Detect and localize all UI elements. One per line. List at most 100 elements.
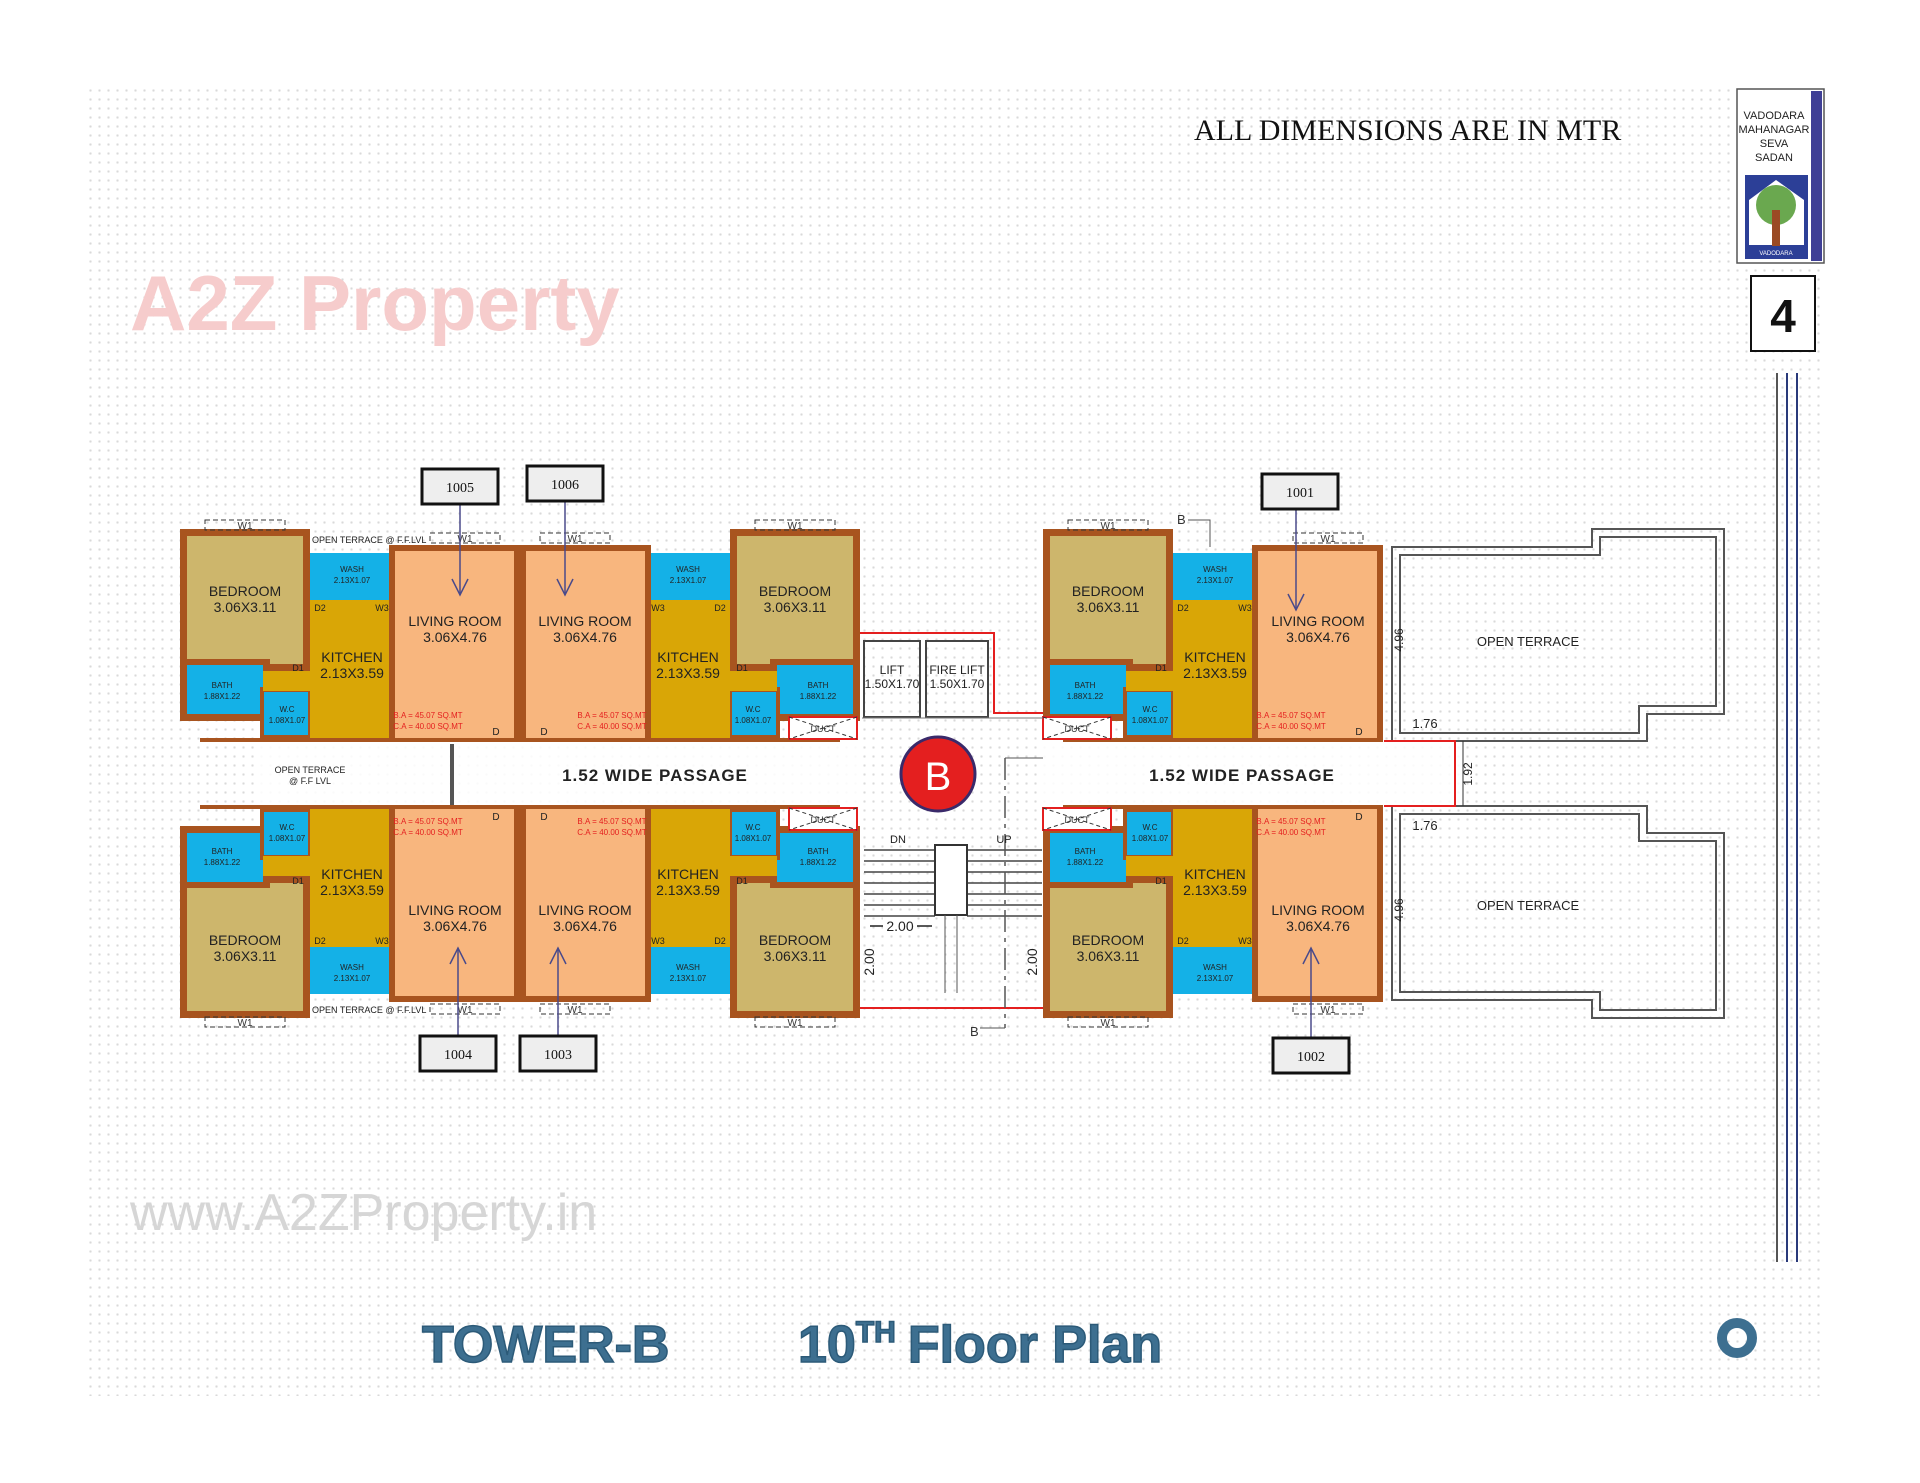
bath-name: BATH xyxy=(1075,681,1096,690)
living-size: 3.06X4.76 xyxy=(423,918,487,934)
wash-size: 2.13X1.07 xyxy=(670,974,707,983)
built-area: B.A = 45.07 SQ.MT xyxy=(393,817,462,826)
bath-name: BATH xyxy=(212,681,233,690)
window-label: W1 xyxy=(1101,1018,1116,1029)
wash-size: 2.13X1.07 xyxy=(670,576,707,585)
block-b-marker: B xyxy=(899,735,977,813)
stair-depth-dim-right: 2.00 xyxy=(1024,948,1040,975)
unit-tag-box xyxy=(518,1034,598,1073)
kitchen-name: KITCHEN xyxy=(1184,649,1245,665)
duct-cross xyxy=(788,716,858,740)
bath-size: 1.88X1.22 xyxy=(204,858,241,867)
window-w1 xyxy=(204,519,286,531)
kitchen-extension xyxy=(263,856,310,876)
bedroom-size: 3.06X3.11 xyxy=(764,599,827,615)
wc xyxy=(1127,692,1171,735)
arrow-head-icon xyxy=(451,578,469,597)
wash-name: WASH xyxy=(676,565,700,574)
kitchen-name: KITCHEN xyxy=(657,649,718,665)
duct-shaft: DUCT xyxy=(788,807,858,831)
wash-size: 2.13X1.07 xyxy=(1197,974,1234,983)
door-d1-label: D1 xyxy=(736,663,748,673)
wash-name: WASH xyxy=(1203,963,1227,972)
kitchen-extension xyxy=(730,856,777,876)
lift-stair-core: LIFT 1.50X1.70 FIRE LIFT 1.50X1.70 B B D… xyxy=(860,512,1211,1039)
window-w1 xyxy=(754,519,836,531)
wc xyxy=(732,812,776,855)
lift-label: LIFT xyxy=(880,663,905,677)
kitchen-size: 2.13X3.59 xyxy=(1183,665,1247,681)
kitchen-extension xyxy=(1126,671,1173,691)
bedroom-size: 3.06X3.11 xyxy=(214,948,277,964)
lift-size: 1.50X1.70 xyxy=(865,677,920,691)
open-terrace-upper: OPEN TERRACE 4.96 1.76 xyxy=(1391,528,1725,742)
unit-tag-1002: 1002 xyxy=(1271,946,1351,1075)
bedroom xyxy=(737,883,853,1011)
bedroom xyxy=(1050,536,1166,664)
unit-1006: W1W1DD1D2W3BEDROOM3.06X3.11BATH1.88X1.22… xyxy=(520,519,860,742)
arrow-head-icon xyxy=(549,946,567,965)
duct-cross xyxy=(1042,807,1112,831)
stair-up-label: UP xyxy=(996,834,1011,846)
bath xyxy=(187,665,263,714)
unit-number: 1001 xyxy=(1286,486,1314,501)
wc-size: 1.08X1.07 xyxy=(1132,716,1169,725)
left-passage: 1.52 WIDE PASSAGE OPEN TERRACE @ F.F LVL xyxy=(260,741,860,806)
bedroom-name: BEDROOM xyxy=(209,932,281,948)
svg-text:1.76: 1.76 xyxy=(1412,818,1437,833)
living-name: LIVING ROOM xyxy=(408,613,501,629)
living-size: 3.06X4.76 xyxy=(553,629,617,645)
main-door-label: D xyxy=(540,727,547,738)
arrow-head-icon xyxy=(1302,946,1320,965)
duct-label: DUCT xyxy=(1065,815,1090,825)
unit-number: 1006 xyxy=(551,478,579,493)
stair-depth-dim-left: 2.00 xyxy=(861,948,877,975)
wc-size: 1.08X1.07 xyxy=(269,716,306,725)
main-door-label: D xyxy=(540,812,547,823)
passage-label-left: 1.52 WIDE PASSAGE xyxy=(562,766,748,785)
tower-title: TOWER-B xyxy=(422,1316,669,1374)
open-terrace-left-1: OPEN TERRACE xyxy=(275,765,346,775)
duct-cross xyxy=(1042,716,1112,740)
duct-label: DUCT xyxy=(1065,724,1090,734)
unit-number: 1005 xyxy=(446,481,474,496)
wc xyxy=(264,692,308,735)
built-area: B.A = 45.07 SQ.MT xyxy=(393,711,462,720)
carpet-area: C.A = 40.00 SQ.MT xyxy=(577,828,647,837)
open-terrace-ff-top: OPEN TERRACE @ F.F.LVL xyxy=(312,535,426,545)
bedroom xyxy=(1050,883,1166,1011)
main-door-label: D xyxy=(492,727,499,738)
carpet-area: C.A = 40.00 SQ.MT xyxy=(393,828,463,837)
fire-lift-size: 1.50X1.70 xyxy=(930,677,985,691)
wash xyxy=(1173,553,1257,600)
wc-name: W.C xyxy=(279,823,294,832)
window-w1 xyxy=(539,532,611,544)
unit-tag-box xyxy=(420,467,500,506)
carpet-area: C.A = 40.00 SQ.MT xyxy=(1256,722,1326,731)
door-d2-label: D2 xyxy=(1177,603,1189,613)
open-terrace-lower-label: OPEN TERRACE xyxy=(1477,898,1580,913)
passage-label-right: 1.52 WIDE PASSAGE xyxy=(1149,766,1335,785)
kitchen xyxy=(1173,806,1257,947)
window-label: W1 xyxy=(238,1018,253,1029)
kitchen-size: 2.13X3.59 xyxy=(656,665,720,681)
arrow-head-icon xyxy=(1287,593,1305,612)
kitchen-extension xyxy=(730,671,777,691)
wash-name: WASH xyxy=(1203,565,1227,574)
living-name: LIVING ROOM xyxy=(1271,613,1364,629)
kitchen-name: KITCHEN xyxy=(657,866,718,882)
stair-down-label: DN xyxy=(890,834,906,846)
duct-shaft: DUCT xyxy=(788,716,858,740)
kitchen xyxy=(646,600,730,741)
carpet-area: C.A = 40.00 SQ.MT xyxy=(1256,828,1326,837)
watermark-url: www.A2ZProperty.in xyxy=(129,1184,597,1242)
bath-size: 1.88X1.22 xyxy=(204,692,241,701)
wash xyxy=(310,947,394,994)
wc-name: W.C xyxy=(279,705,294,714)
kitchen-size: 2.13X3.59 xyxy=(320,882,384,898)
window-w1 xyxy=(1292,1003,1364,1015)
